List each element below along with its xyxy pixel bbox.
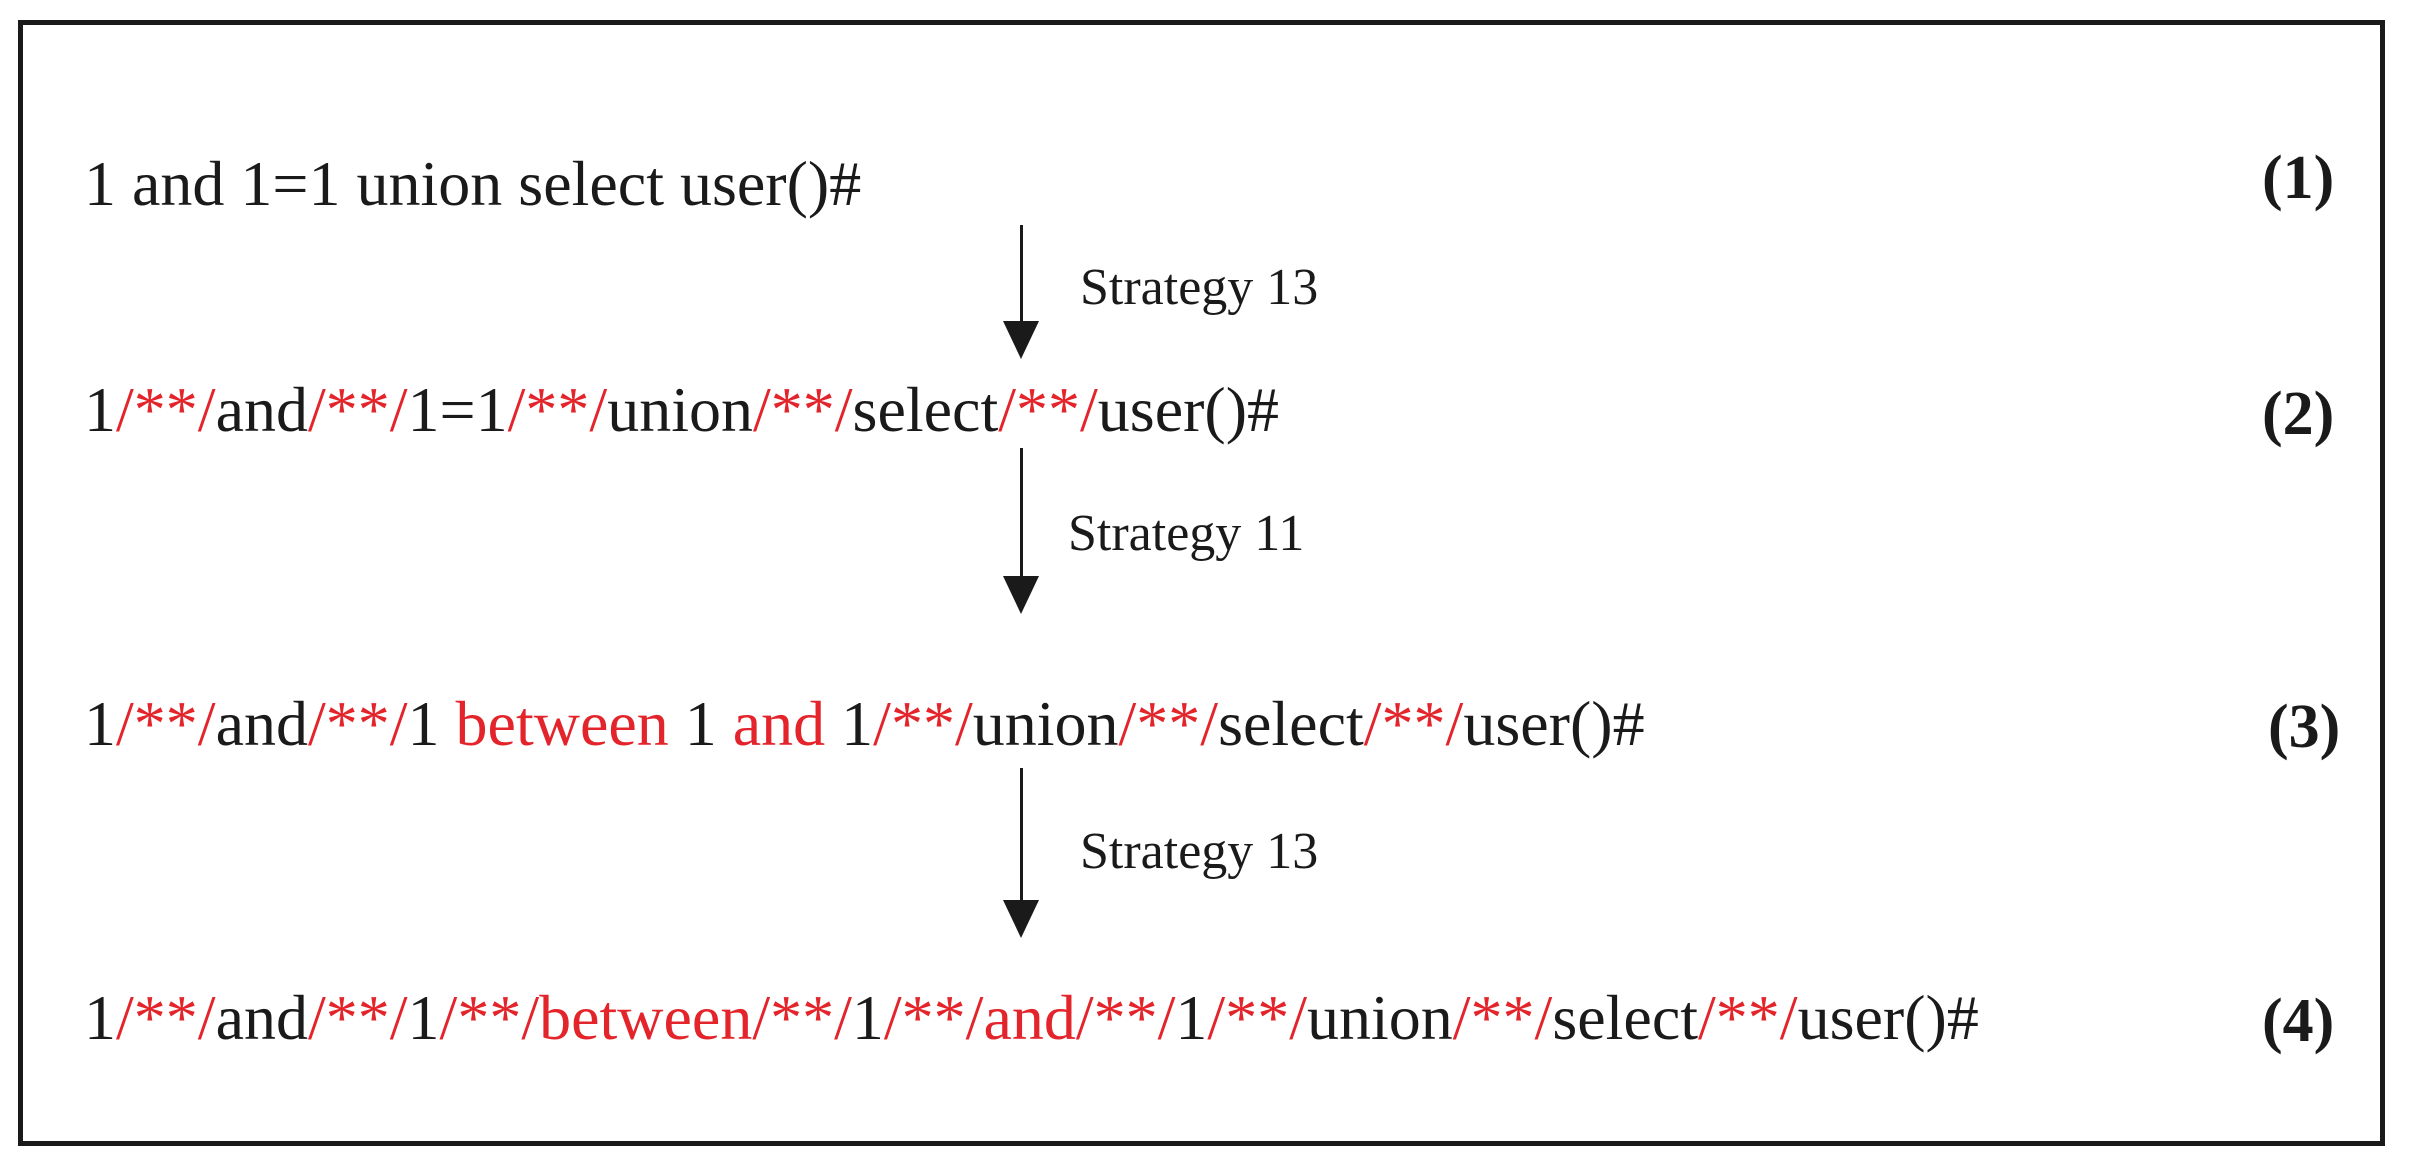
expression-4: 1/**/and/**/1/**/between/**/1/**/and/**/… — [84, 986, 1979, 1050]
original-token: 1 — [84, 688, 116, 759]
original-token: select — [1552, 982, 1698, 1053]
arrow-shaft-3 — [1020, 768, 1023, 902]
expression-number-2: (2) — [2262, 380, 2335, 448]
arrow-head-3 — [1003, 900, 1039, 938]
original-token: union — [972, 688, 1119, 759]
arrow-shaft-1 — [1020, 225, 1023, 323]
original-token: user()# — [1797, 982, 1979, 1053]
original-token: 1 — [407, 688, 456, 759]
injected-token: /**/and/**/ — [883, 982, 1176, 1053]
original-token: 1 — [1175, 982, 1208, 1053]
injected-token: and — [732, 688, 826, 759]
strategy-label-1: Strategy 13 — [1080, 259, 1319, 316]
injected-token: /**/ — [116, 374, 216, 445]
original-token: 1 and 1=1 union select user()# — [84, 148, 862, 219]
injected-token: /**/ — [116, 982, 216, 1053]
expression-1: 1 and 1=1 union select user()# — [84, 152, 861, 216]
injected-token: /**/ — [507, 374, 608, 445]
injected-token: /**/ — [1207, 982, 1307, 1053]
injected-token: /**/ — [307, 374, 408, 445]
injected-token: /**/ — [1363, 688, 1464, 759]
original-token: 1 — [84, 982, 116, 1053]
injected-token: /**/ — [998, 374, 1098, 445]
strategy-label-3: Strategy 13 — [1080, 823, 1319, 880]
arrow-shaft-2 — [1020, 448, 1023, 578]
expression-number-1: (1) — [2262, 144, 2335, 212]
original-token: 1 — [851, 982, 884, 1053]
injected-token: between — [455, 688, 669, 759]
original-token: 1 — [407, 982, 440, 1053]
original-token: and — [215, 374, 308, 445]
original-token: 1=1 — [407, 374, 508, 445]
injected-token: /**/ — [116, 688, 216, 759]
original-token: select — [852, 374, 999, 445]
arrow-head-2 — [1003, 576, 1039, 614]
injected-token: /**/ — [1452, 982, 1553, 1053]
original-token: select — [1218, 688, 1364, 759]
injected-token: /**/ — [1118, 688, 1219, 759]
original-token: union — [607, 374, 753, 445]
expression-2: 1/**/and/**/1=1/**/union/**/select/**/us… — [84, 378, 1279, 442]
strategy-label-2: Strategy 11 — [1068, 505, 1305, 562]
expression-number-3: (3) — [2268, 693, 2341, 761]
original-token: union — [1306, 982, 1453, 1053]
injected-token: /**/ — [307, 688, 408, 759]
injected-token: /**/ — [752, 374, 853, 445]
original-token: 1 — [84, 374, 116, 445]
original-token: user()# — [1097, 374, 1280, 445]
original-token: and — [215, 982, 308, 1053]
arrow-head-1 — [1003, 321, 1039, 359]
injected-token: /**/ — [873, 688, 973, 759]
expression-3: 1/**/and/**/1 between 1 and 1/**/union/*… — [84, 692, 1645, 756]
expression-number-4: (4) — [2262, 987, 2335, 1055]
diagram-frame — [18, 20, 2385, 1146]
injected-token: /**/ — [1698, 982, 1798, 1053]
original-token: 1 — [668, 688, 733, 759]
original-token: user()# — [1463, 688, 1645, 759]
injected-token: /**/between/**/ — [439, 982, 852, 1053]
original-token: 1 — [825, 688, 874, 759]
original-token: and — [215, 688, 308, 759]
injected-token: /**/ — [307, 982, 408, 1053]
